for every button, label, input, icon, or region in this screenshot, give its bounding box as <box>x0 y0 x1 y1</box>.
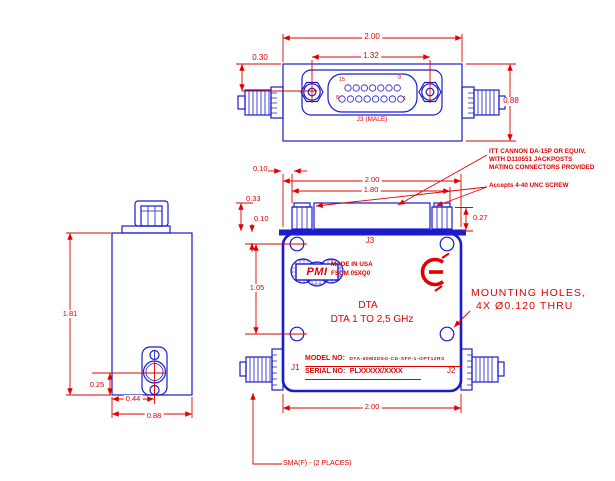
top-view-width-dim: 2.00 <box>362 32 382 42</box>
pmi-logo <box>290 258 344 287</box>
screw-note: Accepts 4-40 UNC SCREW <box>489 182 569 189</box>
jackscrew-right <box>418 81 442 103</box>
model-label: MODEL NO: <box>305 355 345 362</box>
side-sma-center-dim: 0.44 <box>123 394 143 404</box>
port-j2-label: J2 <box>447 366 456 375</box>
top-view <box>237 63 506 142</box>
pin-number-15: 15 <box>339 77 346 83</box>
serial-number-line: SERIAL NO: PLXXXXX/XXXX <box>305 360 421 380</box>
dsub-side-body <box>313 202 431 230</box>
mounting-holes-note-line2: 4X Ø0.120 THRU <box>476 300 574 312</box>
product-family-label: DTA <box>358 300 378 311</box>
model-number-line: MODEL NO: DTA-60M2D5G-CD-SFF-1-OPT12RS <box>305 347 461 367</box>
product-range-label: DTA 1 TO 2,5 GHz <box>330 314 414 325</box>
connector-j3-male-label: J3 (MALE) <box>356 116 388 123</box>
jackpost-left <box>291 202 313 230</box>
pin-number-1: 1 <box>403 96 407 102</box>
top-view-height-dim: 0.88 <box>501 96 521 106</box>
side-view <box>111 200 193 396</box>
serial-value: PLXXXXX/XXXX <box>349 368 403 375</box>
model-value: DTA-60M2D5G-CD-SFF-1-OPT12RS <box>349 357 445 362</box>
front-jackpost-height-dim: 0.27 <box>473 213 488 222</box>
jackscrew-left <box>300 81 324 103</box>
made-in-usa-label: MADE IN USA <box>331 261 373 268</box>
top-plate <box>279 229 466 236</box>
dsub-pins <box>338 84 405 103</box>
fscm-label: FSCM 05XQ0 <box>331 270 371 277</box>
port-j1-label: J1 <box>291 363 300 372</box>
front-connector-height-dim: 0.33 <box>246 194 261 203</box>
sma-note: SMA(F) - (2 PLACES) <box>283 460 352 467</box>
front-plate-offset-dim: 0.10 <box>254 214 269 223</box>
sma-connector-j1 <box>239 348 284 391</box>
top-view-screw-offset-dim: 0.30 <box>252 53 268 62</box>
jackpost-right <box>431 202 453 230</box>
pin-number-9: 9 <box>398 75 402 81</box>
front-edge-offset-dim: 0.10 <box>253 164 268 173</box>
side-sma-offset-dim: 0.25 <box>89 380 105 389</box>
rotation-symbol <box>420 252 450 292</box>
sma-connector-j2 <box>460 348 505 391</box>
connector-note-line3: MATING CONNECTORS PROVIDED <box>489 164 595 171</box>
connector-note-line1: ITT CANNON DA-15P OR EQUIV. <box>489 148 586 155</box>
front-bottom-width-dim: 2.00 <box>362 402 382 412</box>
sma-connector-top-right <box>461 86 506 119</box>
side-height-dim: 1.81 <box>60 309 80 319</box>
mounting-holes <box>289 236 455 342</box>
front-jackpost-span-dim: 1.80 <box>361 185 381 195</box>
front-width-dim: 2.00 <box>362 175 382 185</box>
front-hole-span-dim: 1.05 <box>247 283 267 293</box>
pin-number-8: 8 <box>336 95 340 101</box>
side-width-dim: 0.88 <box>144 411 164 421</box>
mounting-holes-note-line1: MOUNTING HOLES, <box>471 287 587 299</box>
connector-note-line2: WITH D110551 JACKPOSTS <box>489 156 573 163</box>
port-j3-label: J3 <box>365 236 375 245</box>
pmi-logo-text: PMI <box>306 266 328 278</box>
serial-label: SERIAL NO: <box>305 368 346 375</box>
top-view-screw-span-dim: 1.32 <box>361 51 381 61</box>
sma-connector-top-left <box>237 86 284 119</box>
